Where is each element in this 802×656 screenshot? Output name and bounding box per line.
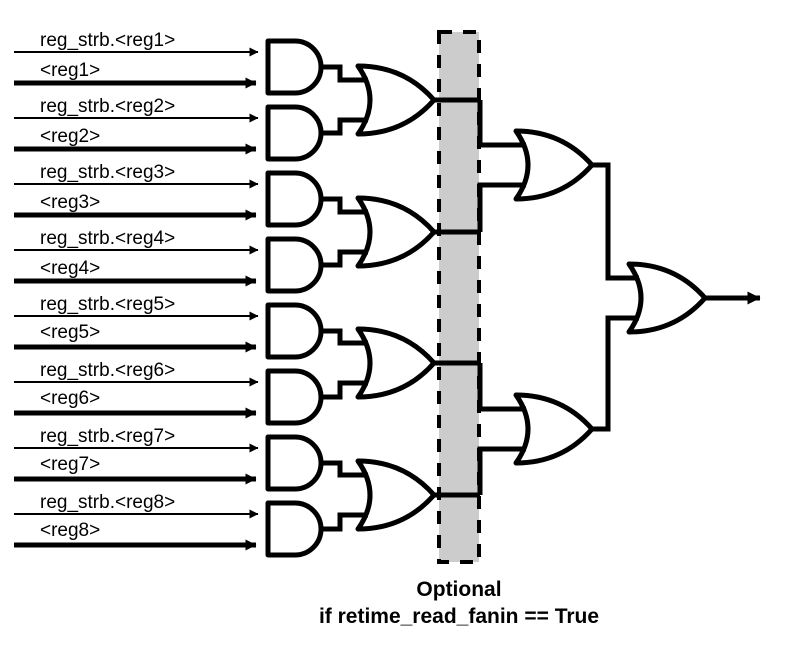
and-gate-5 <box>265 302 324 360</box>
wire-and8-to-or4 <box>322 512 368 532</box>
or-gate-l1-3 <box>355 326 437 400</box>
input-label-strobe-5: reg_strb.<reg5> <box>40 294 175 315</box>
input-label-data-1: <reg1> <box>40 60 100 81</box>
input-label-data-3: <reg3> <box>40 192 100 213</box>
wire-to-or-l2-2-top <box>477 363 526 412</box>
optional-caption-line2: if retime_read_fanin == True <box>319 605 599 628</box>
and-gate-3 <box>265 170 324 228</box>
input-label-data-4: <reg4> <box>40 258 100 279</box>
wire-to-final-or-bottom <box>592 315 639 432</box>
input-group-3: reg_strb.<reg3> <reg3> <box>14 162 259 221</box>
input-label-data-2: <reg2> <box>40 126 100 147</box>
input-group-5: reg_strb.<reg5> <reg5> <box>14 294 259 353</box>
input-label-data-8: <reg8> <box>40 520 100 541</box>
wire-to-or-l2-1-bottom <box>477 182 526 232</box>
optional-caption-line1: Optional <box>416 578 501 601</box>
wire-and7-to-or4 <box>322 460 368 478</box>
optional-retime-box <box>437 30 481 564</box>
input-group-2: reg_strb.<reg2> <reg2> <box>14 96 259 155</box>
input-label-data-5: <reg5> <box>40 322 100 343</box>
input-label-strobe-4: reg_strb.<reg4> <box>40 228 175 249</box>
input-label-data-6: <reg6> <box>40 388 100 409</box>
input-label-data-7: <reg7> <box>40 454 100 475</box>
and-gate-8 <box>265 500 324 558</box>
input-label-strobe-3: reg_strb.<reg3> <box>40 162 175 183</box>
wire-and5-to-or3 <box>322 328 368 346</box>
and-gate-2 <box>265 104 324 162</box>
input-group-4: reg_strb.<reg4> <reg4> <box>14 228 259 287</box>
or-gate-l2-1 <box>513 128 595 202</box>
wire-and3-to-or2 <box>322 196 368 215</box>
input-label-strobe-2: reg_strb.<reg2> <box>40 96 175 117</box>
wire-to-final-or-top <box>592 162 639 281</box>
input-group-7: reg_strb.<reg7> <reg7> <box>14 426 259 485</box>
or-gate-final <box>626 261 708 335</box>
or-gate-l2-2 <box>513 392 595 466</box>
wire-to-or-l2-2-bottom <box>477 446 526 495</box>
wire-to-or-l2-1-top <box>477 100 526 148</box>
input-label-strobe-8: reg_strb.<reg8> <box>40 492 175 513</box>
wire-and4-to-or2 <box>322 249 368 268</box>
wire-and6-to-or3 <box>322 380 368 400</box>
and-gate-7 <box>265 434 324 492</box>
or-gate-l1-4 <box>355 458 437 532</box>
input-group-8: reg_strb.<reg8> <reg8> <box>14 492 259 551</box>
wire-and2-to-or1 <box>322 117 368 136</box>
or-gate-l1-1 <box>355 63 437 137</box>
and-gate-6 <box>265 368 324 426</box>
and-gate-1 <box>265 38 324 96</box>
or-gate-l1-2 <box>355 195 437 269</box>
wire-and1-to-or1 <box>322 64 368 83</box>
and-gate-4 <box>265 236 324 294</box>
input-label-strobe-1: reg_strb.<reg1> <box>40 30 175 51</box>
input-group-1: reg_strb.<reg1> <reg1> <box>14 30 259 89</box>
input-group-6: reg_strb.<reg6> <reg6> <box>14 360 259 419</box>
input-label-strobe-6: reg_strb.<reg6> <box>40 360 175 381</box>
input-label-strobe-7: reg_strb.<reg7> <box>40 426 175 447</box>
